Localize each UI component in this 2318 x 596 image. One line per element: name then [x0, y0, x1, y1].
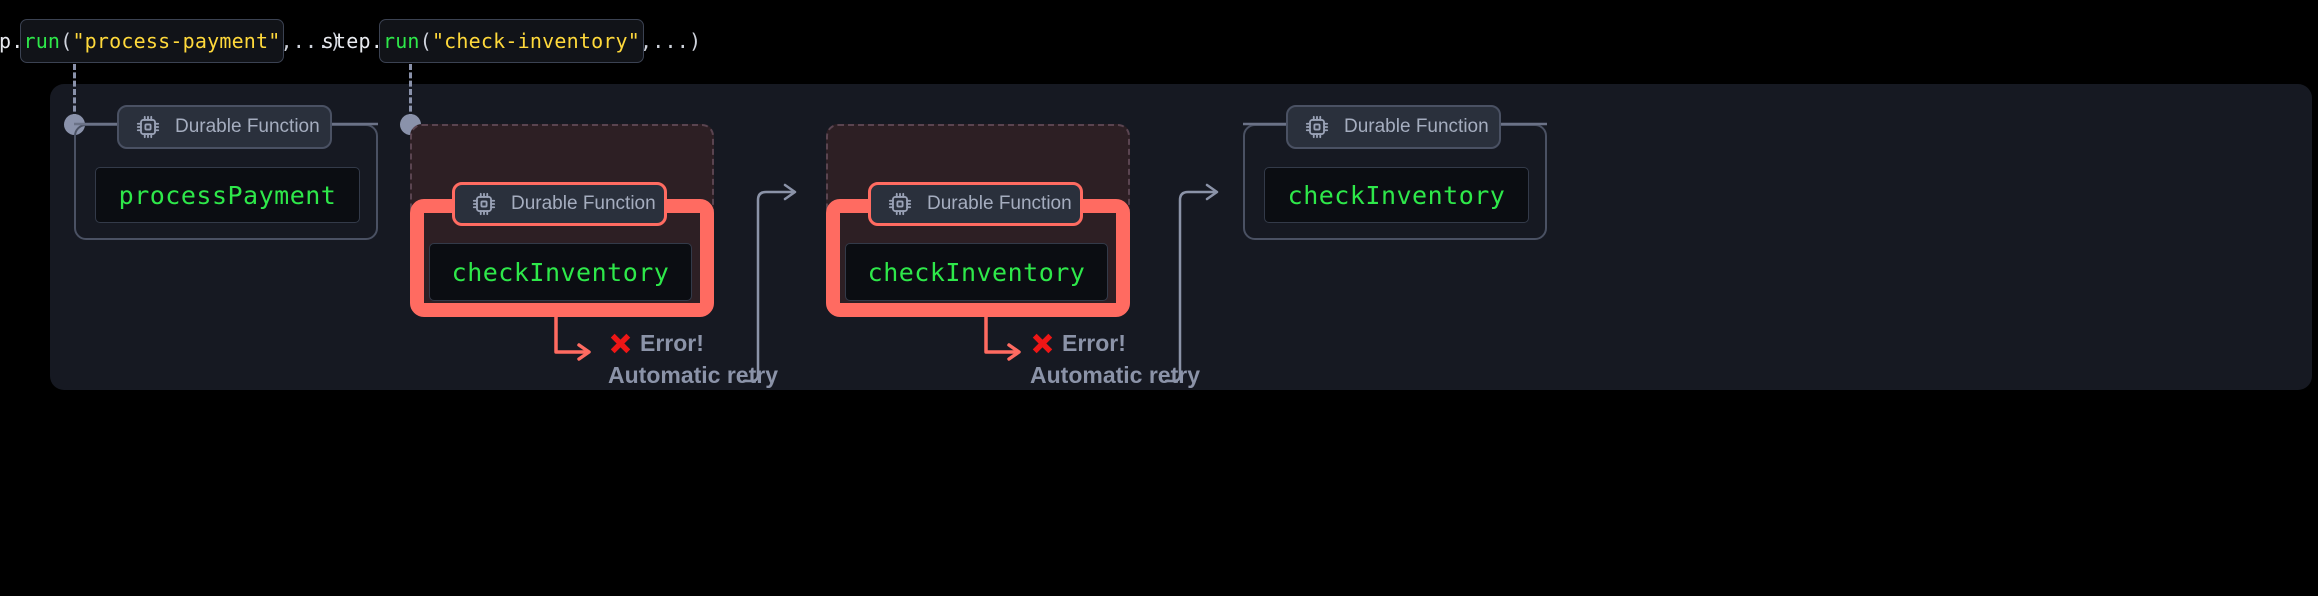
- cpu-chip-icon: [471, 191, 497, 217]
- step-process-payment-pill[interactable]: Durable Function: [117, 105, 332, 149]
- step-check-inventory-1-pill[interactable]: Durable Function: [452, 182, 667, 226]
- code-token-close-paren: ): [689, 29, 702, 53]
- code-token-open-paren: (: [60, 29, 73, 53]
- step-check-inventory-success-pill[interactable]: Durable Function: [1286, 105, 1501, 149]
- code-token-dot: .: [11, 29, 24, 53]
- step-check-inventory-success-pill-label: Durable Function: [1344, 116, 1489, 137]
- red-x-icon: [1030, 331, 1055, 356]
- cpu-chip-icon: [887, 191, 913, 217]
- step-process-payment-codebox: processPayment: [95, 167, 360, 223]
- step-process-payment-function-name: processPayment: [118, 180, 337, 210]
- callout-connector-1: [73, 64, 76, 120]
- code-token-comma: ,: [640, 29, 653, 53]
- callout-connector-2: [409, 64, 412, 120]
- code-token-rest: ...: [652, 29, 690, 53]
- code-token-dot: .: [370, 29, 383, 53]
- step-check-inventory-2-pill[interactable]: Durable Function: [868, 182, 1083, 226]
- code-token-comma: ,: [280, 29, 293, 53]
- error-annotation-2-line: Error!: [1030, 330, 1200, 357]
- error-annotation-1-title: Error!: [640, 330, 704, 356]
- step-check-inventory-success-function-name: checkInventory: [1287, 180, 1506, 210]
- step-check-inventory-2-codebox: checkInventory: [845, 243, 1108, 301]
- code-token-string: "process-payment": [72, 29, 281, 53]
- error-annotation-2-title: Error!: [1062, 330, 1126, 356]
- error-annotation-1-line: Error!: [608, 330, 778, 357]
- error-annotation-1-subtitle: Automatic retry: [608, 362, 778, 388]
- red-x-icon: [608, 331, 633, 356]
- step-process-payment-pill-label: Durable Function: [175, 116, 320, 137]
- code-token-close-paren: ): [329, 29, 342, 53]
- step-check-inventory-1-pill-label: Durable Function: [511, 193, 656, 214]
- code-token-open-paren: (: [419, 29, 432, 53]
- code-token-object: step: [321, 29, 371, 53]
- code-token-method: run: [23, 29, 61, 53]
- cpu-chip-icon: [1304, 114, 1330, 140]
- step-check-inventory-2-pill-label: Durable Function: [927, 193, 1072, 214]
- code-token-method: run: [382, 29, 420, 53]
- step-check-inventory-1-function-name: checkInventory: [451, 257, 670, 287]
- error-annotation-2: Error! Automatic retry: [1030, 330, 1200, 389]
- callout-check-inventory[interactable]: step.run("check-inventory", ...): [322, 19, 701, 63]
- error-annotation-1: Error! Automatic retry: [608, 330, 778, 389]
- cpu-chip-icon: [135, 114, 161, 140]
- callout-process-payment[interactable]: step.run("process-payment", ...): [0, 19, 342, 63]
- code-token-rest: ...: [292, 29, 330, 53]
- code-token-string: "check-inventory": [431, 29, 641, 53]
- error-annotation-2-subtitle: Automatic retry: [1030, 362, 1200, 388]
- step-check-inventory-success-codebox: checkInventory: [1264, 167, 1529, 223]
- step-check-inventory-1-codebox: checkInventory: [429, 243, 692, 301]
- step-check-inventory-2-function-name: checkInventory: [867, 257, 1086, 287]
- code-token-object: step: [0, 29, 12, 53]
